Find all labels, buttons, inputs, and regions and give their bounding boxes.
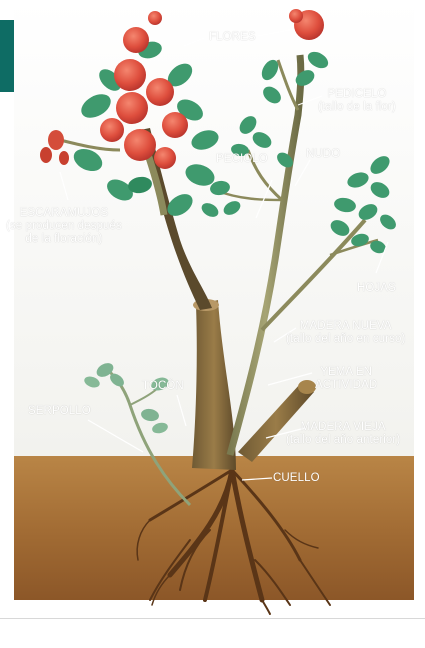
rose-hips xyxy=(40,130,69,165)
label-hojas-text: HOJAS xyxy=(357,282,396,294)
label-flores-text: FLORES xyxy=(209,31,256,43)
label-peciolo-text: PECIOLO xyxy=(216,153,268,165)
label-escaramujos: ESCARAMUJOS (se producen después de la f… xyxy=(6,207,122,246)
roots xyxy=(136,467,331,615)
label-madera-vieja: MADERA VIEJA (tallo del año anterior) xyxy=(286,421,400,447)
label-madera-vieja-line2: (tallo del año anterior) xyxy=(286,434,401,446)
label-madera-nueva-line1: MADERA NUEVA xyxy=(299,320,392,332)
label-yema-line1: YEMA EN xyxy=(320,366,373,378)
label-escaramujos-line3: de la floración) xyxy=(25,233,103,245)
soil xyxy=(14,456,414,606)
label-escaramujos-line2: (se producen después xyxy=(6,220,122,232)
leader-lines xyxy=(59,29,389,481)
label-nudo-text: NUDO xyxy=(306,148,341,160)
label-pedicelo-line2: (tallo de la flor) xyxy=(318,101,396,113)
sucker-shoot xyxy=(84,363,192,507)
label-escaramujos-line1: ESCARAMUJOS xyxy=(19,207,109,219)
label-pedicelo-line1: PEDICELO xyxy=(327,88,387,100)
flowers xyxy=(100,9,324,169)
label-cuello: CUELLO xyxy=(273,472,320,485)
label-pedicelo: PEDICELO (tallo de la flor) xyxy=(318,88,396,114)
label-tocon-text: TOCÓN xyxy=(142,380,184,392)
label-madera-nueva: MADERA NUEVA (tallo del año en curso) xyxy=(286,320,405,346)
label-peciolo: PECIOLO xyxy=(216,153,268,166)
label-cuello-text: CUELLO xyxy=(273,472,320,484)
label-madera-nueva-line2: (tallo del año en curso) xyxy=(286,333,406,345)
label-madera-vieja-line1: MADERA VIEJA xyxy=(300,421,386,433)
label-yema-line2: ACTIVIDAD xyxy=(315,379,378,391)
bottom-rule xyxy=(0,618,425,619)
label-yema: YEMA EN ACTIVIDAD xyxy=(315,366,377,392)
teal-edge-bar xyxy=(0,20,14,92)
label-serpollo: SERPOLLO xyxy=(28,405,91,418)
stems xyxy=(59,54,379,470)
label-serpollo-text: SERPOLLO xyxy=(28,405,91,417)
leaves xyxy=(73,41,396,254)
label-tocon: TOCÓN xyxy=(142,380,184,393)
label-flores: FLORES xyxy=(209,31,256,44)
bottom-margin xyxy=(14,600,414,618)
label-nudo: NUDO xyxy=(306,148,340,161)
label-hojas: HOJAS xyxy=(357,282,396,295)
